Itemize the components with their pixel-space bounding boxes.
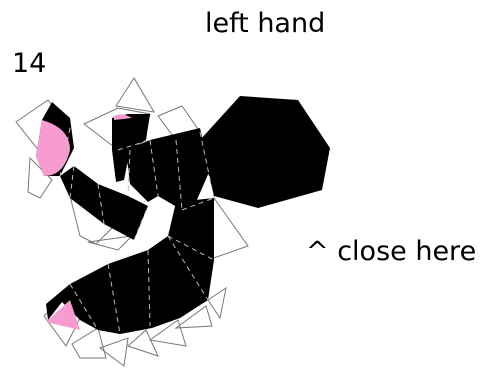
fold-line [97,183,105,225]
fold-line [147,249,151,327]
fold-line [117,139,151,151]
template-title: left hand [205,8,326,39]
fold-line [127,149,131,197]
tab-wrist-bottom [87,235,134,251]
close-here-hint: ^ close here [306,236,477,267]
page-number: 14 [12,48,47,79]
hand-parts [36,96,330,334]
fold-line [181,197,215,211]
tab-bottom-3 [127,329,159,357]
fingertip-upper-left [36,120,70,176]
fold-lines [59,127,215,335]
fingertip-thumb [114,114,132,120]
fold-line [199,131,215,199]
tab-right-lower [207,286,227,320]
fingertip-lower-left [46,300,80,330]
upper-hand-strip [126,128,210,210]
fold-line [175,139,183,211]
tab-bottom-1 [71,327,107,359]
palm-octagon [200,96,330,208]
tab-bottom-2 [98,337,129,367]
wrist-block [46,198,214,334]
fold-line [59,127,71,177]
fold-line [167,235,209,301]
tab-bottom-4 [148,319,187,347]
tab-bottom-5 [174,305,213,329]
forearm-finger [60,166,148,240]
fold-line [133,205,149,241]
finger-tips [36,114,132,330]
fold-line [149,139,159,197]
tab-index-top [115,77,155,113]
fold-line [107,263,121,335]
